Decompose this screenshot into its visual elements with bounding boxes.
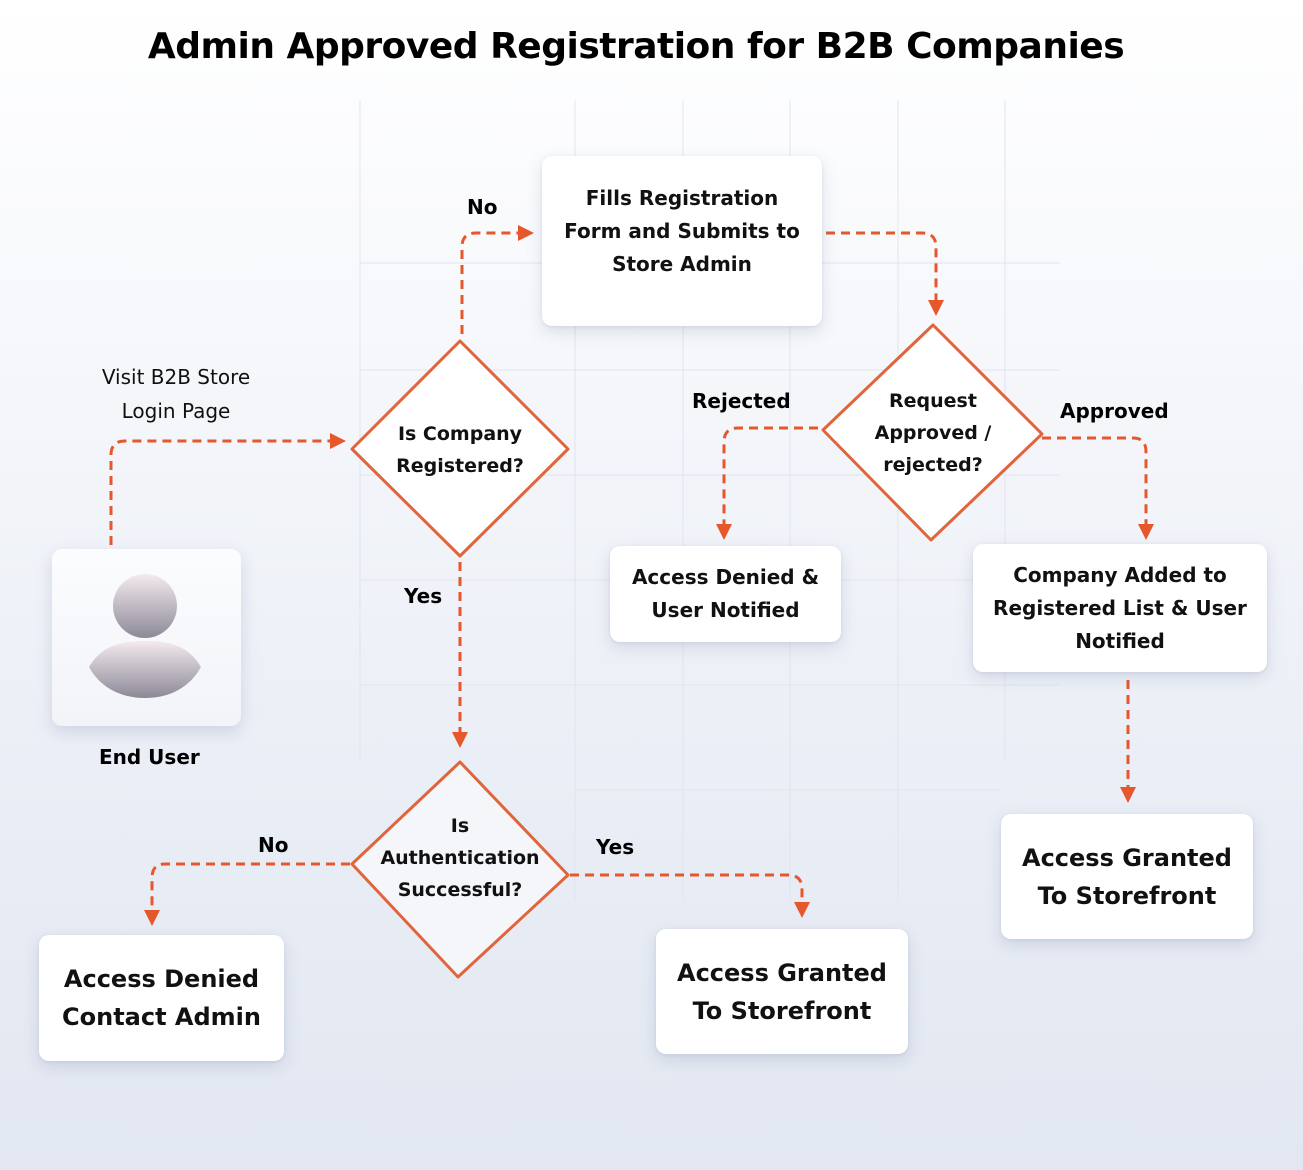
fill-form-box: Fills Registration Form and Submits to S… [542,156,822,326]
access-granted-bottom-box: Access Granted To Storefront [656,929,908,1054]
edge-rejected [716,426,818,540]
edge-auth-yes [570,873,810,918]
end-user-card [52,549,241,726]
edge-registered-no [460,225,534,334]
edge-user-to-registered [109,433,346,545]
company-added-box: Company Added to Registered List & User … [973,544,1267,672]
access-denied-contact-box: Access Denied Contact Admin [39,935,284,1061]
user-avatar-icon [89,574,201,698]
is-authenticated-text: Is Authentication Successful? [380,815,540,901]
diagram-title: Admin Approved Registration for B2B Comp… [147,26,1125,67]
company-added-text: Company Added to Registered List & User … [993,562,1247,653]
request-decision-text: Request Approved / rejected? [874,390,992,476]
edge-label-auth-no: No [258,833,289,857]
edge-form-to-decision [826,231,944,316]
decision-is-registered [350,339,570,558]
decision-is-authenticated [350,760,570,979]
edge-label-rejected: Rejected [692,389,791,413]
edge-approved [1042,436,1154,540]
edge-label-auth-yes: Yes [596,835,635,859]
access-granted-right-box: Access Granted To Storefront [1001,814,1253,939]
edge-label-registered-yes: Yes [404,584,443,608]
end-user-label: End User [99,745,200,769]
visit-login-label: Visit B2B Store Login Page [101,365,251,423]
decision-request [821,323,1044,542]
fill-form-text: Fills Registration Form and Submits to S… [564,185,800,276]
access-denied-notified-box: Access Denied & User Notified [610,546,841,642]
edge-label-registered-no: No [467,195,498,219]
is-registered-text: Is Company Registered? [396,423,524,477]
access-granted-bottom-text: Access Granted To Storefront [677,958,887,1025]
edge-label-approved: Approved [1060,399,1169,423]
edge-auth-no [144,862,350,926]
access-denied-contact-text: Access Denied Contact Admin [62,965,261,1031]
access-denied-notified-text: Access Denied & User Notified [631,565,820,622]
access-granted-right-text: Access Granted To Storefront [1022,843,1232,910]
